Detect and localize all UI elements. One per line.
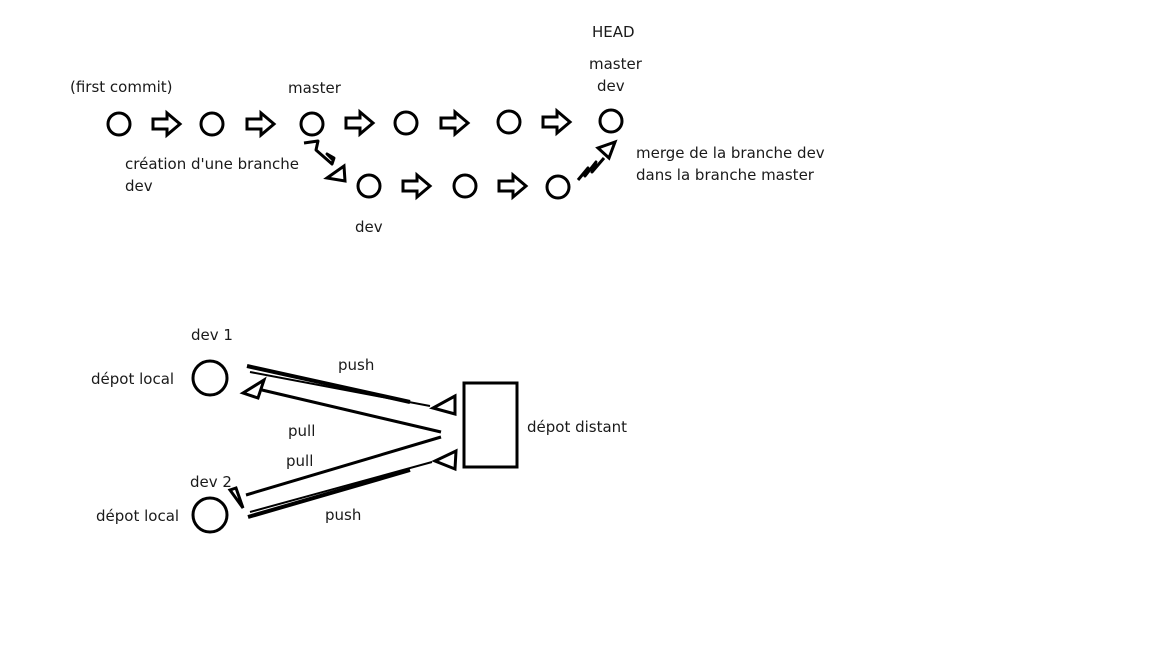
commit-node-1 [106,111,132,137]
right-arrow-icon [497,171,529,201]
master-branch-label: master [288,79,342,97]
commit-node-3 [299,111,325,137]
branch-arrow-icon [303,139,347,183]
push-label-top: push [338,356,374,374]
first-commit-label: (first commit) [70,78,172,96]
master-head-label: master [589,55,643,73]
push-arrow-dev2 [247,448,458,519]
dev-branch-label: dev [355,218,383,236]
head-label: HEAD [592,23,635,41]
right-arrow-icon [245,109,277,139]
commit-node-5 [496,109,522,135]
commit-node-2 [199,111,225,137]
local-repo-label-1: dépot local [91,370,174,388]
commit-node-4 [393,110,419,136]
local-repo-circle-icon [191,496,229,534]
merge-label-line1: merge de la branche dev [636,144,825,162]
pull-arrow-dev1 [239,376,442,434]
right-arrow-icon [541,107,573,137]
local-repo-label-2: dépot local [96,507,179,525]
right-arrow-icon [344,108,376,138]
right-arrow-icon [439,108,471,138]
dev-commit-node-3 [545,174,571,200]
branch-creation-label-line1: création d'une branche [125,155,299,173]
pull-label-top: pull [288,422,315,440]
commit-node-head [598,108,624,134]
dev-commit-node-2 [452,173,478,199]
pull-label-bottom: pull [286,452,313,470]
right-arrow-icon [401,171,433,201]
local-repo-circle-icon [191,359,229,397]
merge-arrow-icon [576,139,618,181]
remote-repo-box-icon [462,381,519,469]
push-arrow-dev1 [246,364,457,416]
merge-label-line2: dans la branche master [636,166,815,184]
right-arrow-icon [151,109,183,139]
pull-arrow-dev2 [227,435,442,509]
push-label-bottom: push [325,506,361,524]
dev-commit-node-1 [356,173,382,199]
remote-repo-label: dépot distant [527,418,627,436]
branch-creation-label-line2: dev [125,177,153,195]
dev2-label: dev 2 [190,473,232,491]
dev1-label: dev 1 [191,326,233,344]
dev-head-label: dev [597,77,625,95]
